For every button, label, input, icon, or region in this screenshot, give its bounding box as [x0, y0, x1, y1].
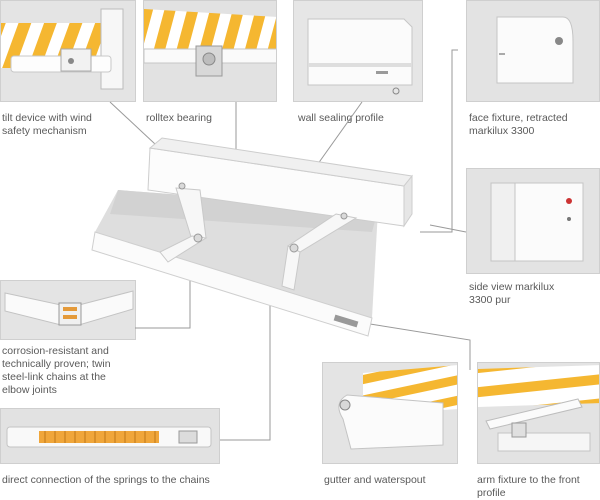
- face-fixture-label: face fixture, retracted markilux 3300: [469, 112, 568, 137]
- face-fixture-photo: [466, 0, 600, 102]
- wall-sealing-label: wall sealing profile: [298, 112, 384, 124]
- gutter-waterspout-photo: [322, 362, 458, 464]
- awning-cloth: [95, 190, 378, 318]
- tilt-device-photo: [0, 0, 136, 102]
- spring-chain-connection-photo: [0, 408, 220, 464]
- wall-sealing-profile-photo: [293, 0, 423, 102]
- chains-label: corrosion-resistant and technically prov…: [2, 345, 111, 396]
- rolltex-bearing-photo: [143, 0, 277, 102]
- tilt-device-label: tilt device with wind safety mechanism: [2, 112, 92, 137]
- springs-label: direct connection of the springs to the …: [2, 474, 210, 486]
- elbow-joint-chains-photo: [0, 280, 136, 340]
- gutter-label: gutter and waterspout: [324, 474, 426, 486]
- side-view-label: side view markilux 3300 pur: [469, 281, 555, 306]
- side-view-photo: [466, 168, 600, 274]
- rolltex-bearing-label: rolltex bearing: [146, 112, 212, 124]
- arm-fixture-photo: [477, 362, 600, 464]
- folding-arms: [159, 187, 358, 291]
- cassette-housing: [147, 147, 405, 227]
- arm-fixture-label: arm fixture to the front profile: [477, 474, 580, 499]
